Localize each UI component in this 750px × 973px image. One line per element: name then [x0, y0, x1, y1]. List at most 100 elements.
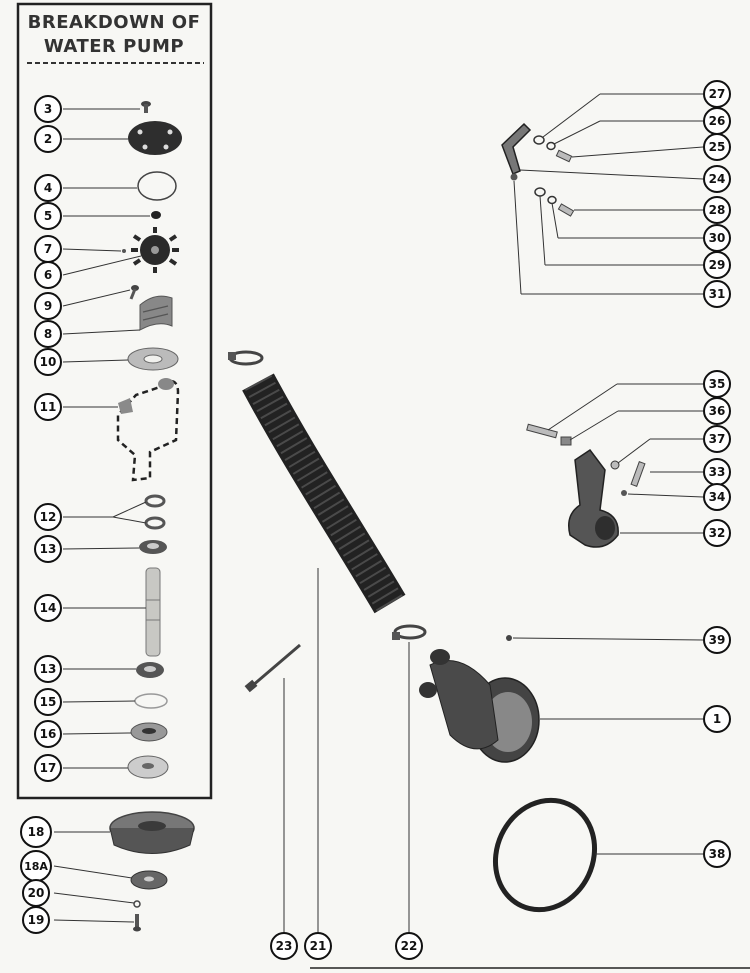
svg-text:23: 23 — [276, 939, 293, 953]
bearing-13-upper — [139, 540, 167, 554]
callout-8: 8 — [34, 320, 62, 348]
callout-13-upper: 13 — [34, 535, 62, 563]
svg-text:33: 33 — [709, 465, 726, 479]
callout-20: 20 — [22, 879, 50, 907]
nut-34 — [621, 490, 627, 496]
housing-boss — [158, 378, 174, 390]
washer-29 — [534, 187, 546, 197]
svg-text:12: 12 — [40, 510, 57, 524]
callout-12: 12 — [34, 503, 62, 531]
svg-text:3: 3 — [44, 102, 52, 116]
bolt-25 — [555, 149, 573, 163]
svg-text:4: 4 — [44, 181, 52, 195]
bolt-28 — [557, 203, 575, 217]
svg-text:15: 15 — [40, 695, 57, 709]
svg-text:11: 11 — [40, 400, 57, 414]
insert-8 — [139, 295, 173, 331]
svg-text:26: 26 — [709, 114, 726, 128]
bearing-13-lower — [136, 662, 164, 678]
callout-26: 26 — [703, 107, 731, 135]
callout-25: 25 — [703, 133, 731, 161]
svg-text:38: 38 — [709, 847, 726, 861]
washer-27 — [533, 135, 545, 145]
belt-38 — [492, 797, 598, 913]
callout-28: 28 — [703, 196, 731, 224]
callout-38: 38 — [703, 840, 731, 868]
svg-text:7: 7 — [44, 242, 52, 256]
svg-text:16: 16 — [40, 727, 57, 741]
hose-21-texture — [244, 374, 403, 612]
callout-37: 37 — [703, 425, 731, 453]
svg-text:34: 34 — [709, 490, 726, 504]
hub-18A — [130, 870, 168, 890]
housing-stud-11 — [118, 398, 133, 414]
svg-text:39: 39 — [709, 633, 726, 647]
svg-text:30: 30 — [709, 231, 726, 245]
callout-21: 21 — [304, 932, 332, 960]
svg-text:2: 2 — [44, 132, 52, 146]
callout-4: 4 — [34, 174, 62, 202]
bolt-33 — [630, 461, 646, 487]
title-line-2: WATER PUMP — [44, 36, 184, 57]
callout-34: 34 — [703, 483, 731, 511]
svg-text:13: 13 — [40, 662, 57, 676]
svg-text:31: 31 — [709, 287, 726, 301]
callout-14: 14 — [34, 594, 62, 622]
housing-outline — [116, 379, 180, 482]
ring-15 — [134, 693, 168, 709]
callout-33: 33 — [703, 458, 731, 486]
washer-16 — [130, 722, 168, 742]
svg-text:19: 19 — [28, 913, 45, 927]
callout-3: 3 — [34, 95, 62, 123]
svg-text:18A: 18A — [24, 860, 48, 873]
callout-7: 7 — [34, 235, 62, 263]
bracket-32 — [568, 448, 619, 548]
callout-5: 5 — [34, 202, 62, 230]
callout-29: 29 — [703, 251, 731, 279]
callout-16: 16 — [34, 720, 62, 748]
plate-17 — [127, 755, 169, 779]
svg-text:24: 24 — [709, 172, 726, 186]
spacer-36 — [560, 436, 572, 446]
svg-text:5: 5 — [44, 209, 52, 223]
callout-19: 19 — [22, 906, 50, 934]
pulley-18 — [109, 811, 195, 854]
svg-text:17: 17 — [40, 761, 57, 775]
plug-39 — [506, 635, 512, 641]
breakdown-panel — [16, 2, 213, 800]
callout-9: 9 — [34, 292, 62, 320]
title-line-1: BREAKDOWN OF — [28, 12, 201, 33]
callout-17: 17 — [34, 754, 62, 782]
callout-35: 35 — [703, 370, 731, 398]
callout-23: 23 — [270, 932, 298, 960]
svg-text:32: 32 — [709, 526, 726, 540]
svg-text:21: 21 — [310, 939, 327, 953]
plate-10 — [127, 347, 179, 371]
callout-18: 18 — [20, 816, 52, 848]
gasket-4 — [137, 171, 177, 201]
screw-3 — [141, 101, 151, 113]
svg-text:20: 20 — [28, 886, 45, 900]
callout-6: 6 — [34, 261, 62, 289]
svg-text:25: 25 — [709, 140, 726, 154]
key-7 — [122, 249, 126, 253]
callout-10: 10 — [34, 348, 62, 376]
leader-lines — [53, 93, 704, 932]
svg-text:1: 1 — [713, 712, 721, 726]
callout-11: 11 — [34, 393, 62, 421]
callout-13-lower: 13 — [34, 655, 62, 683]
svg-text:10: 10 — [40, 355, 57, 369]
plug-5 — [151, 211, 161, 219]
svg-text:9: 9 — [44, 299, 52, 313]
nut-31 — [510, 173, 518, 181]
svg-text:14: 14 — [40, 601, 57, 615]
bolt-35 — [526, 423, 558, 439]
callout-2: 2 — [34, 125, 62, 153]
svg-text:18: 18 — [28, 825, 45, 839]
callout-15: 15 — [34, 688, 62, 716]
svg-text:36: 36 — [709, 404, 726, 418]
water-pump-1 — [419, 649, 540, 763]
bolt-19 — [133, 914, 141, 932]
svg-text:35: 35 — [709, 377, 726, 391]
